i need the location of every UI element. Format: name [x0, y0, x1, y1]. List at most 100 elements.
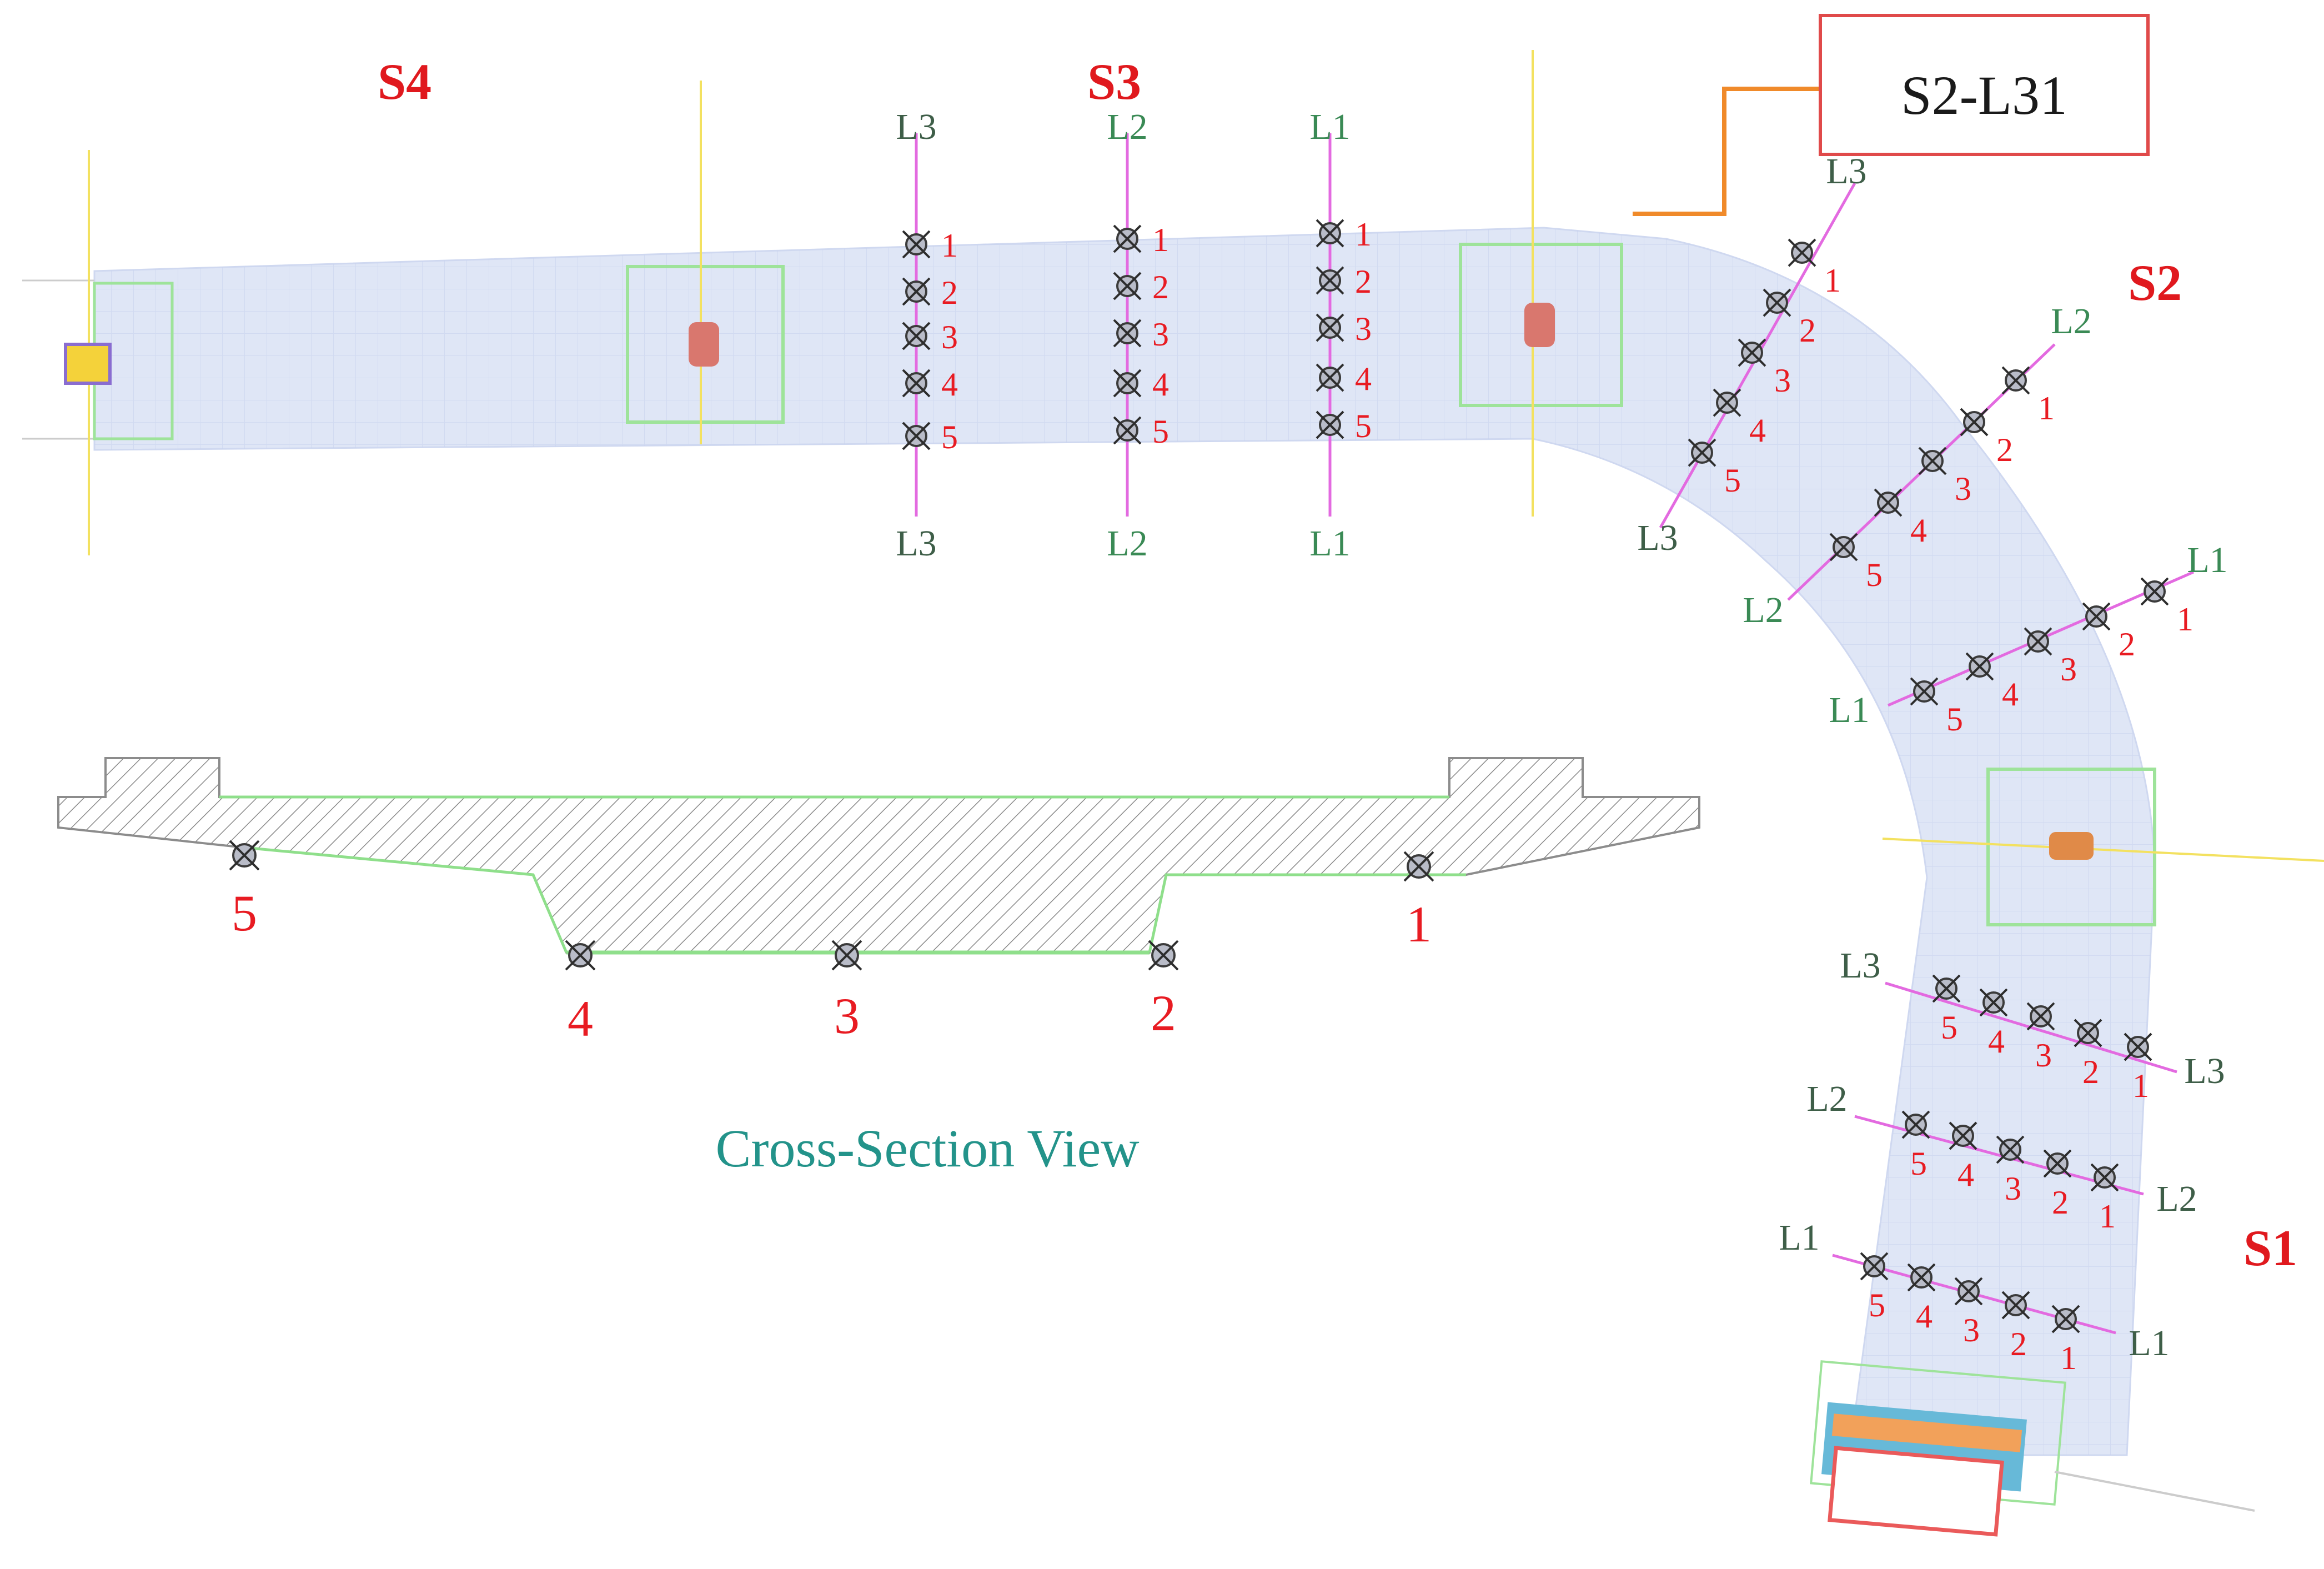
support-box-s4: [626, 265, 785, 424]
cross-section-point-label: 5: [232, 885, 257, 941]
point-number-label: 5: [1910, 1145, 1927, 1182]
point-number-label: 2: [2010, 1326, 2027, 1362]
sensor-marker-icon: [1874, 488, 1903, 517]
callout-box: [1819, 14, 2150, 156]
sensor-marker-icon: [831, 940, 862, 971]
sensor-marker-icon: [2140, 577, 2169, 606]
line-label: L2: [1107, 107, 1147, 147]
point-number-label: 4: [941, 366, 958, 403]
point-number-label: 5: [1946, 701, 1963, 738]
point-number-label: 1: [1152, 222, 1169, 258]
line-label: L1: [1309, 107, 1350, 147]
sensor-marker-icon: [902, 277, 931, 306]
point-number-label: 5: [1941, 1009, 1957, 1046]
callout-label: S2-L31: [1901, 64, 2067, 126]
point-number-label: 2: [2082, 1054, 2099, 1090]
point-number-label: 2: [1996, 432, 2013, 468]
sensor-marker-icon: [1788, 238, 1816, 267]
bearing-icon: [1524, 303, 1555, 347]
cross-section-point-label: 3: [834, 987, 860, 1044]
sensor-marker-icon: [1763, 288, 1791, 317]
bearing-icon: [689, 322, 719, 367]
measurement-lines: 12345L3L312345L2L212345L1L112345L3L31234…: [896, 107, 2227, 1376]
section-label-s3: S3: [1087, 53, 1141, 110]
bearing-icon: [2049, 832, 2094, 860]
sensor-marker-icon: [1316, 266, 1344, 295]
sensor-marker-icon: [1965, 652, 1994, 681]
line-label: L3: [1826, 151, 1866, 192]
anchor-icon: [64, 343, 112, 385]
line-label: L1: [1779, 1217, 1819, 1258]
point-number-label: 3: [1955, 470, 1971, 507]
sensor-marker-icon: [1829, 533, 1858, 562]
sensor-marker-icon: [1113, 272, 1142, 300]
support-box-pier: [1459, 243, 1623, 407]
point-number-label: 1: [941, 227, 958, 264]
point-number-label: 3: [2060, 651, 2077, 688]
abutment-s1: [1810, 1360, 2255, 1537]
point-number-label: 1: [2132, 1067, 2149, 1104]
point-number-label: 1: [2060, 1340, 2077, 1376]
point-number-label: 2: [941, 274, 958, 311]
sensor-marker-icon: [1979, 988, 2008, 1017]
section-label-s2: S2: [2128, 254, 2182, 311]
sensor-marker-icon: [902, 322, 931, 350]
sensor-marker-icon: [1148, 940, 1179, 971]
sensor-marker-icon: [1688, 438, 1716, 467]
point-number-label: 5: [1724, 462, 1741, 499]
sensor-marker-icon: [1713, 388, 1741, 417]
line-label: L1: [2129, 1323, 2169, 1364]
sensor-marker-icon: [2043, 1149, 2072, 1178]
sensor-marker-icon: [2090, 1163, 2119, 1192]
cross-section-shape: [57, 757, 1700, 954]
point-number-label: 5: [1152, 413, 1169, 450]
sensor-marker-icon: [1316, 363, 1344, 392]
section-label-s4: S4: [378, 53, 431, 110]
point-number-label: 1: [2038, 390, 2055, 427]
point-number-label: 1: [2177, 601, 2194, 638]
line-label: L2: [2051, 301, 2091, 342]
sensor-marker-icon: [2124, 1032, 2152, 1061]
sensor-marker-icon: [1907, 1263, 1936, 1292]
support-boxes: [64, 50, 2324, 1537]
cross-section-point-label: 1: [1406, 896, 1432, 953]
sensor-marker-icon: [1949, 1121, 1977, 1150]
line-label: L2: [1107, 523, 1147, 564]
point-number-label: 3: [1963, 1312, 1980, 1349]
sensor-marker-icon: [1403, 851, 1434, 882]
sensor-marker-icon: [2051, 1305, 2080, 1334]
point-number-label: 3: [1774, 362, 1791, 399]
point-number-label: 2: [2052, 1184, 2069, 1221]
point-number-label: 1: [1355, 216, 1372, 253]
point-number-label: 3: [1355, 310, 1372, 347]
line-label: L1: [2187, 540, 2227, 580]
sensor-marker-icon: [1901, 1110, 1930, 1139]
sensor-marker-icon: [1996, 1135, 2025, 1164]
sensor-marker-icon: [229, 840, 260, 871]
line-label: L3: [896, 523, 936, 564]
point-number-label: 2: [2119, 626, 2135, 663]
sensor-marker-icon: [565, 940, 596, 971]
cross-section-point-label: 4: [568, 990, 593, 1047]
point-number-label: 5: [1869, 1287, 1885, 1324]
point-number-label: 3: [941, 319, 958, 355]
sensor-marker-icon: [1113, 416, 1142, 445]
point-number-label: 1: [1824, 262, 1841, 299]
sensor-marker-icon: [2001, 1291, 2030, 1320]
point-number-label: 4: [1957, 1156, 1974, 1193]
point-number-label: 4: [1355, 360, 1372, 397]
cross-section-point-label: 2: [1151, 985, 1176, 1041]
sensor-marker-icon: [1113, 224, 1142, 253]
line-label: L1: [1309, 523, 1350, 564]
point-number-label: 4: [1916, 1298, 1933, 1335]
cross-section-markers: 1 2 3 4 5: [229, 840, 1434, 1047]
support-box-s2: [1986, 768, 2156, 926]
point-number-label: 4: [2002, 676, 2019, 713]
sensor-marker-icon: [1932, 974, 1961, 1003]
